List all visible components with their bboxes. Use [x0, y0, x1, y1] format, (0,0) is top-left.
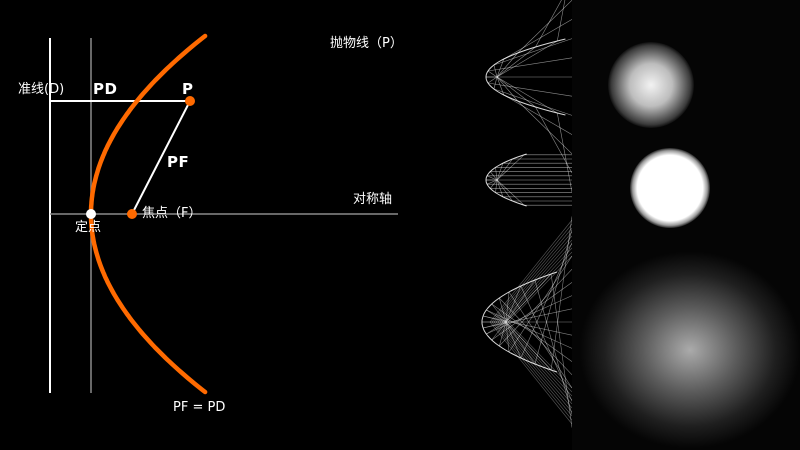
light-ray	[496, 179, 525, 206]
light-ray	[483, 308, 573, 329]
pd-label: PD	[93, 80, 118, 98]
light-ray	[505, 321, 522, 359]
light-ray	[505, 321, 510, 353]
light-ray	[534, 229, 573, 365]
light-ray	[505, 279, 536, 323]
light-ray	[496, 179, 513, 202]
axis-label: 对称轴	[353, 192, 393, 207]
light-ray	[496, 158, 513, 181]
light-ray	[486, 175, 498, 181]
light-ray	[499, 268, 573, 347]
light-ray	[487, 70, 498, 78]
light-ray	[489, 179, 498, 189]
light-ray	[489, 219, 573, 323]
light-ray	[503, 321, 573, 397]
light-ray	[496, 76, 536, 108]
light-ray	[483, 315, 573, 336]
light-ray	[487, 57, 573, 72]
light-ray	[493, 321, 573, 417]
light-ray	[493, 76, 498, 90]
light-ray	[556, 0, 566, 42]
light-ray	[503, 247, 573, 323]
reflector-rays-bottom	[481, 216, 573, 428]
light-ray	[496, 76, 518, 102]
light-ray	[496, 52, 518, 78]
vertex-label: 定点	[75, 220, 102, 235]
light-ray	[517, 0, 573, 54]
light-ray	[520, 242, 573, 359]
light-ray	[535, 106, 573, 174]
light-ray	[499, 297, 573, 376]
light-ray	[486, 179, 498, 185]
light-ray	[496, 76, 505, 96]
light-ray	[501, 243, 573, 323]
light-ray	[505, 251, 573, 323]
light-spot-panel	[572, 0, 800, 450]
light-ray	[493, 227, 573, 323]
light-ray	[503, 19, 573, 60]
light-ray	[499, 321, 573, 405]
light-ray	[507, 321, 573, 389]
light-ray	[505, 273, 552, 323]
point-p-label: P	[182, 80, 194, 98]
light-ray	[508, 291, 573, 389]
light-ray	[495, 167, 498, 181]
light-ray	[489, 321, 573, 425]
reflector-rays-middle	[485, 153, 572, 207]
reflector-rays-top	[485, 0, 573, 193]
light-ray	[487, 82, 573, 97]
vertex-point	[86, 209, 96, 219]
light-ray	[507, 255, 573, 323]
light-ray	[496, 179, 504, 197]
light-ray	[493, 88, 573, 116]
light-ray	[498, 321, 507, 347]
light-ray	[556, 112, 573, 193]
light-ray	[493, 38, 573, 66]
light-ray	[491, 223, 573, 323]
light-ray	[503, 94, 573, 135]
light-ray	[491, 321, 507, 341]
light-ray	[517, 100, 573, 155]
light-ray	[497, 321, 573, 409]
light-spot-soft	[608, 42, 694, 128]
light-ray	[495, 231, 573, 323]
light-ray	[496, 46, 536, 78]
light-ray	[487, 76, 498, 84]
pf-label: PF	[167, 153, 190, 171]
light-ray	[535, 0, 562, 48]
light-ray	[491, 303, 507, 323]
light-ray	[491, 321, 573, 421]
light-ray	[486, 309, 573, 349]
light-spot-sharp	[630, 148, 710, 228]
light-ray	[505, 321, 573, 393]
light-ray	[534, 279, 573, 415]
light-ray	[495, 179, 498, 193]
light-ray	[497, 235, 573, 323]
light-ray	[495, 321, 573, 413]
light-ray	[550, 216, 573, 371]
directrix-label: 准线(D)	[18, 82, 65, 97]
light-ray	[493, 64, 498, 78]
pf-segment	[131, 100, 191, 215]
light-ray	[499, 239, 573, 323]
point-p	[185, 96, 195, 106]
light-ray	[501, 321, 573, 401]
equation-label: PF = PD	[173, 400, 226, 415]
light-ray	[505, 321, 536, 365]
light-ray	[496, 76, 558, 114]
light-ray	[486, 321, 507, 335]
focus-point	[127, 209, 137, 219]
light-spot-diffuse	[580, 252, 800, 448]
parabola-label: 抛物线（P）	[330, 36, 403, 51]
focus-label: 焦点（F）	[142, 206, 202, 221]
light-ray	[505, 321, 552, 371]
